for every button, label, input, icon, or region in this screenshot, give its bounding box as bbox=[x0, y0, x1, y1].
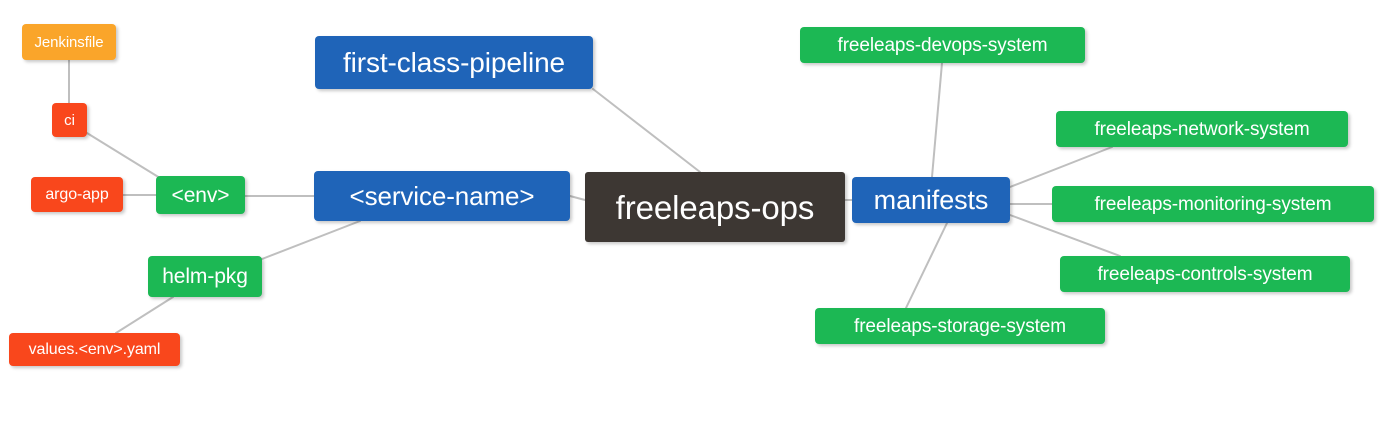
mindmap-node-network-system[interactable]: freeleaps-network-system bbox=[1056, 111, 1348, 147]
edge-service-name-to-helm-pkg bbox=[261, 220, 361, 260]
mindmap-node-ci[interactable]: ci bbox=[52, 103, 87, 137]
mindmap-node-monitoring-system[interactable]: freeleaps-monitoring-system bbox=[1052, 186, 1374, 222]
mindmap-node-first-class-pipeline[interactable]: first-class-pipeline bbox=[315, 36, 593, 89]
mindmap-node-storage-system[interactable]: freeleaps-storage-system bbox=[815, 308, 1105, 344]
mindmap-node-helm-pkg[interactable]: helm-pkg bbox=[148, 256, 262, 297]
mindmap-node-service-name[interactable]: <service-name> bbox=[314, 171, 570, 221]
mindmap-node-manifests[interactable]: manifests bbox=[852, 177, 1010, 223]
mindmap-node-argo-app[interactable]: argo-app bbox=[31, 177, 123, 212]
mindmap-node-devops-system[interactable]: freeleaps-devops-system bbox=[800, 27, 1085, 63]
edge-ci-to-env bbox=[86, 132, 161, 179]
edge-manifests-to-devops-system bbox=[931, 62, 943, 178]
edge-service-name-to-freeleaps-ops bbox=[569, 195, 586, 201]
mindmap-node-controls-system[interactable]: freeleaps-controls-system bbox=[1060, 256, 1350, 292]
edge-first-class-pipeline-to-freeleaps-ops bbox=[592, 88, 701, 173]
mindmap-node-freeleaps-ops[interactable]: freeleaps-ops bbox=[585, 172, 845, 242]
mindmap-node-values-yaml[interactable]: values.<env>.yaml bbox=[9, 333, 180, 366]
edge-helm-pkg-to-values-yaml bbox=[115, 296, 174, 334]
edge-manifests-to-network-system bbox=[1009, 146, 1113, 188]
mindmap-node-env[interactable]: <env> bbox=[156, 176, 245, 214]
edge-manifests-to-storage-system bbox=[905, 222, 948, 309]
mindmap-node-jenkinsfile[interactable]: Jenkinsfile bbox=[22, 24, 116, 60]
